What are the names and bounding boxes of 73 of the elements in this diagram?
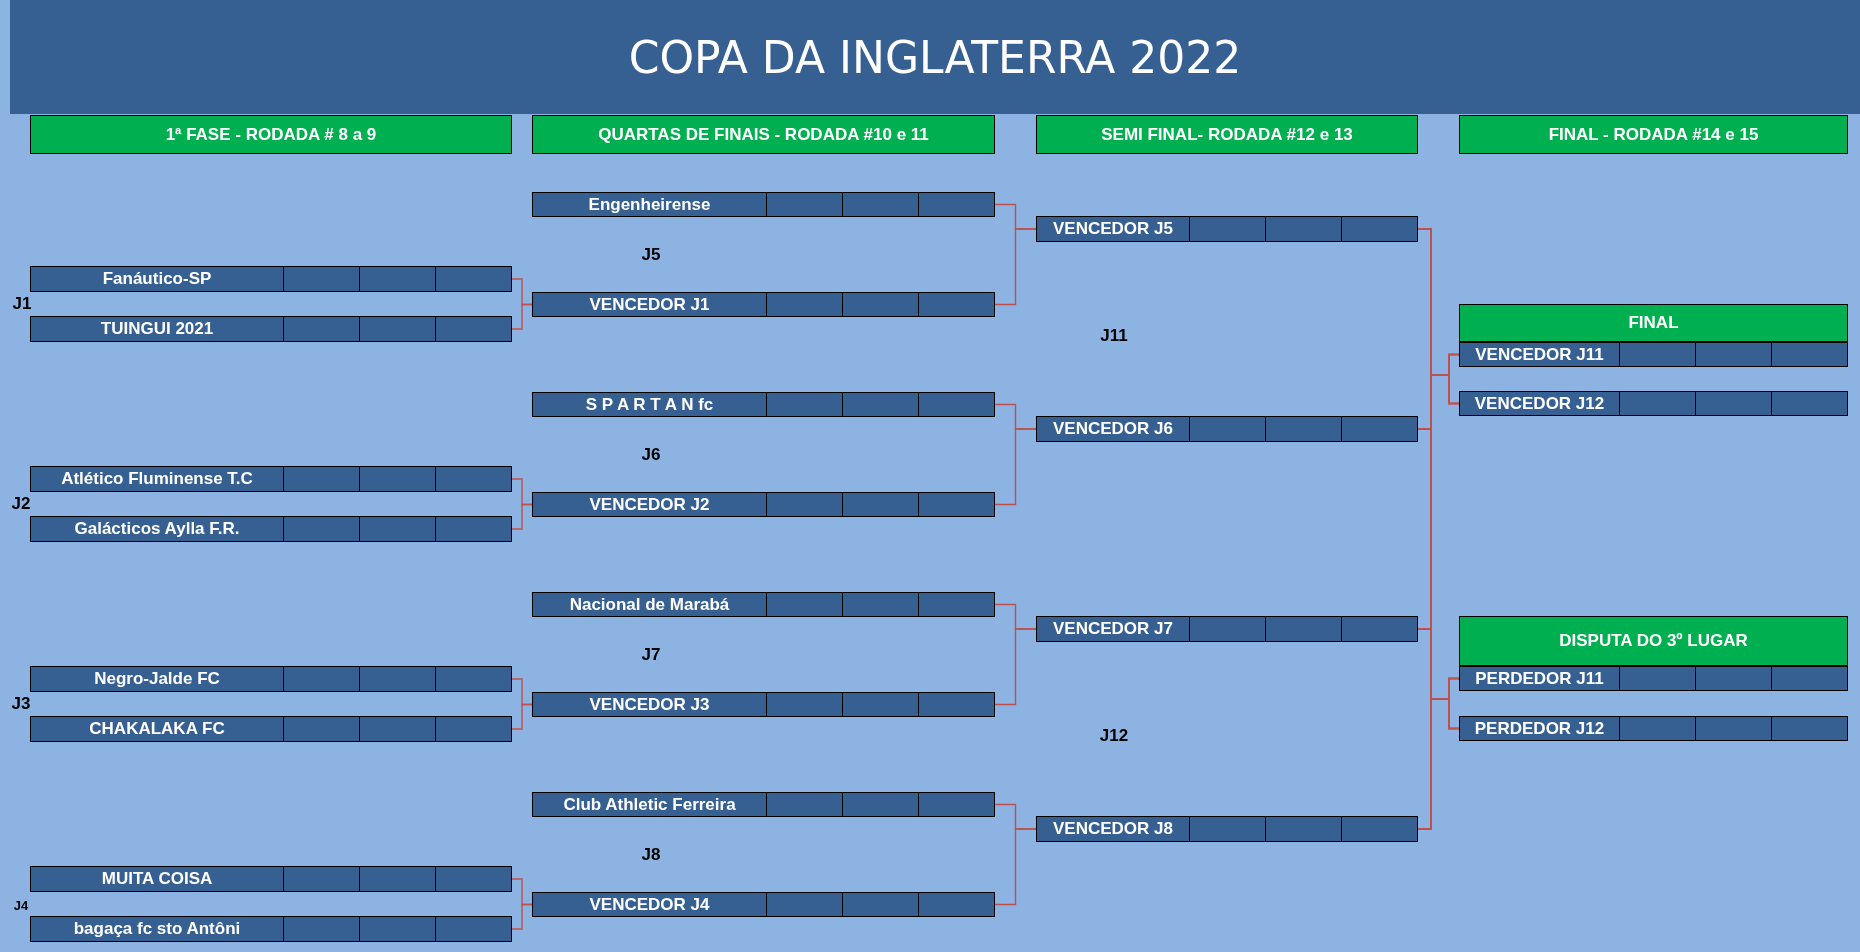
- slot-label: Atlético Fluminense T.C: [61, 469, 253, 489]
- bracket-slot: [30, 866, 512, 892]
- slot-label: VENCEDOR J6: [1053, 419, 1173, 439]
- bracket-slot: [532, 692, 995, 717]
- slot-label: VENCEDOR J12: [1474, 393, 1605, 414]
- slot-label: Fanáutico-SP: [102, 269, 212, 289]
- bracket-slot: [1459, 391, 1848, 416]
- round-header: FINAL - RODADA #14 e 15: [1459, 115, 1848, 154]
- bracket-slot: [1459, 666, 1848, 691]
- bracket-line: [994, 828, 1037, 906]
- bracket-slot: [532, 292, 995, 317]
- slot-label: Galácticos Aylla F.R.: [74, 519, 240, 539]
- page-title: COPA DA INGLATERRA 2022: [628, 31, 1242, 83]
- bracket-line: [994, 228, 1037, 306]
- bracket-slot: [1036, 216, 1418, 242]
- round-header: SEMI FINAL- RODADA #12 e 13: [1036, 115, 1418, 154]
- slot-label: VENCEDOR J2: [589, 494, 710, 515]
- slot-label: bagaça fc sto Antôni: [73, 919, 241, 939]
- bracket-slot: [30, 316, 512, 342]
- bracket-slot: [30, 466, 512, 492]
- bracket-slot: [1459, 716, 1848, 741]
- bracket-slot: [532, 492, 995, 517]
- bracket-line: [511, 503, 533, 530]
- match-label: J8: [641, 845, 661, 865]
- match-label: J6: [641, 445, 661, 465]
- slot-label: VENCEDOR J4: [589, 894, 710, 915]
- match-label: J1: [12, 294, 32, 314]
- match-label: J4: [13, 897, 29, 913]
- bracket-line: [994, 428, 1037, 506]
- bracket-slot: [1036, 816, 1418, 842]
- slot-label: Nacional de Marabá: [569, 594, 730, 615]
- slot-label: PERDEDOR J12: [1474, 718, 1605, 739]
- slot-label: S P A R T A N fc: [585, 394, 714, 415]
- slot-label: TUINGUI 2021: [100, 319, 214, 339]
- bracket-slot: [532, 392, 995, 417]
- bracket-line: [511, 303, 533, 330]
- slot-label: VENCEDOR J3: [589, 694, 710, 715]
- slot-label: VENCEDOR J1: [589, 294, 710, 315]
- slot-label: Club Athletic Ferreira: [563, 794, 736, 815]
- bracket-line: [511, 703, 533, 730]
- match-label: J7: [641, 645, 661, 665]
- round-header: QUARTAS DE FINAIS - RODADA #10 e 11: [532, 115, 995, 154]
- bracket-slot: [1459, 342, 1848, 367]
- slot-label: PERDEDOR J11: [1475, 668, 1604, 689]
- stage-header: FINAL: [1459, 304, 1848, 342]
- slot-label: VENCEDOR J11: [1475, 344, 1604, 365]
- slot-label: CHAKALAKA FC: [89, 719, 225, 739]
- match-label: J2: [11, 494, 31, 514]
- bracket-slot: [532, 892, 995, 917]
- bracket-slot: [30, 916, 512, 942]
- round-header: 1ª FASE - RODADA # 8 a 9: [30, 115, 512, 154]
- match-label: J3: [11, 694, 31, 714]
- slot-label: Negro-Jalde FC: [94, 669, 220, 689]
- bracket-slot: [30, 716, 512, 742]
- bracket-slot: [30, 516, 512, 542]
- slot-label: VENCEDOR J8: [1053, 819, 1173, 839]
- slot-label: MUITA COISA: [101, 869, 213, 889]
- slot-label: VENCEDOR J7: [1053, 619, 1173, 639]
- stage-header: DISPUTA DO 3º LUGAR: [1459, 616, 1848, 666]
- match-label: J11: [1100, 326, 1128, 346]
- bracket-slot: [532, 192, 995, 217]
- bracket-slot: [30, 666, 512, 692]
- bracket-line: [511, 903, 533, 930]
- bracket-slot: [532, 592, 995, 617]
- bracket-slot: [1036, 416, 1418, 442]
- slot-label: Engenheirense: [588, 194, 711, 215]
- bracket-slot: [1036, 616, 1418, 642]
- bracket-slot: [30, 266, 512, 292]
- match-label: J12: [1099, 726, 1129, 746]
- bracket-line: [994, 628, 1037, 706]
- match-label: J5: [641, 245, 661, 265]
- bracket-slot: [532, 792, 995, 817]
- slot-label: VENCEDOR J5: [1053, 219, 1173, 239]
